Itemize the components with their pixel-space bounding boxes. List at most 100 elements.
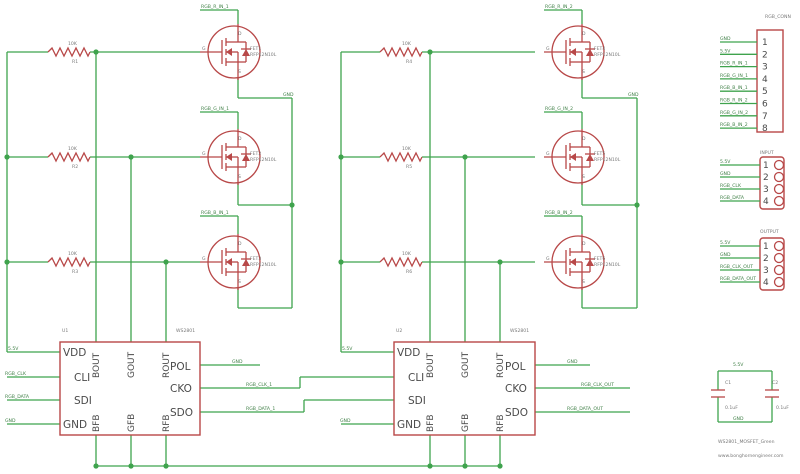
pin-pol: POL [170, 361, 191, 373]
resistor-name: R5 [406, 164, 412, 170]
connector-net-label: RGB_CLK [720, 183, 742, 189]
pin-s-label: S [582, 69, 585, 75]
fet-name: FET1 [250, 46, 261, 52]
net-label: RGB_CLK_OUT [581, 382, 614, 388]
mosfet-fet4: D S G FET4 RFP12N10L [544, 24, 621, 80]
connector-net-label: RGB_DATA [720, 195, 745, 201]
net-label: RGB_CLK [5, 371, 27, 377]
pin-g-label: G [202, 151, 206, 157]
net-label: RGB_DATA_1 [246, 406, 275, 412]
fet-name: FET4 [594, 46, 605, 52]
chip-part: WS2801 [176, 328, 195, 334]
connector-pin-socket [773, 195, 785, 207]
connector-net-label: GND [720, 36, 731, 42]
capacitor-c2: C2 0.1uF [765, 380, 789, 411]
resistor-r5: 10K R5 [379, 146, 423, 170]
fet-net-labels: RGB_R_IN_1 RGB_G_IN_1 RGB_B_IN_1 GND RGB… [201, 4, 639, 216]
connector-net-label: GND [720, 171, 731, 177]
pin-sdi: SDI [408, 395, 426, 407]
fet-name: FET2 [250, 151, 261, 157]
u2-net-labels: 5.5V GND GND RGB_CLK_OUT RGB_DATA_OUT [340, 346, 614, 424]
net-label: RGB_G_IN_1 [201, 106, 229, 112]
resistor-name: R2 [72, 164, 78, 170]
cap-name: C2 [772, 380, 778, 386]
connector-pin-number: 2 [763, 173, 769, 183]
connector-title: OUTPUT [760, 229, 779, 235]
pin-gnd: GND [397, 419, 421, 431]
connector-pin-number: 5 [762, 87, 768, 97]
pin-rfb: RFB [162, 414, 172, 432]
connector-pin-socket [773, 171, 785, 183]
connector-pin-number: 3 [763, 185, 769, 195]
pin-bout: BOUT [426, 352, 436, 378]
connector-pin-socket [773, 159, 785, 171]
pin-d-label: D [582, 136, 586, 142]
fet-name: FET5 [594, 151, 605, 157]
pin-s-label: S [582, 279, 585, 285]
pin-gfb: GFB [461, 414, 471, 432]
pin-g-label: G [202, 256, 206, 262]
pin-cli: CLI [74, 372, 90, 384]
net-label: RGB_B_IN_1 [201, 210, 229, 216]
pin-gout: GOUT [461, 351, 471, 378]
connector-pin-number: 7 [762, 112, 768, 122]
net-label: RGB_B_IN_2 [545, 210, 573, 216]
pin-g-label: G [546, 46, 550, 52]
schematic-url: www.bonghornengineer.com [718, 453, 784, 459]
connector-title: INPUT [760, 150, 774, 156]
chip-u1: U1 WS2801 VDD CLI SDI GND BOUT GOUT ROUT… [59, 328, 201, 436]
connector-pin-number: 6 [762, 100, 768, 110]
net-label: GND [628, 92, 639, 98]
pin-rout: ROUT [162, 352, 172, 378]
connector-net-label: RGB_CLK_OUT [720, 264, 753, 270]
resistor-name: R4 [406, 59, 412, 65]
pin-cko: CKO [505, 383, 527, 395]
fet-part: RFP12N10L [594, 157, 621, 163]
net-label: 5.5V [342, 346, 353, 352]
pin-gfb: GFB [127, 414, 137, 432]
decoupling-caps: 5.5V GND C1 0.1uF C2 0.1uF [711, 362, 789, 423]
connector-pin-number: 1 [762, 38, 768, 48]
connector-pin-socket [773, 264, 785, 276]
net-label: RGB_DATA [5, 394, 30, 400]
chip-u2: U2 WS2801 VDD CLI SDI GND BOUT GOUT ROUT… [393, 328, 536, 436]
pin-rout: ROUT [496, 352, 506, 378]
resistor-name: R3 [72, 269, 78, 275]
pin-g-label: G [202, 46, 206, 52]
net-label: GND [283, 92, 294, 98]
resistor-value: 10K [68, 41, 78, 47]
pin-d-label: D [238, 136, 242, 142]
pin-sdo: SDO [170, 407, 193, 419]
pin-s-label: S [238, 174, 241, 180]
net-label: RGB_CLK_1 [246, 382, 272, 388]
net-label: GND [5, 418, 16, 424]
pin-d-label: D [582, 31, 586, 37]
net-label: GND [733, 416, 744, 422]
resistor-value: 10K [402, 41, 412, 47]
right-circuit [338, 9, 640, 469]
pin-vdd: VDD [397, 347, 420, 359]
connector-net-label: RGB_R_IN_2 [720, 98, 748, 104]
mosfet-fet3: D S G FET3 RFP12N10L [200, 234, 277, 290]
fet-part: RFP12N10L [250, 52, 277, 58]
connector-pin-number: 1 [763, 161, 769, 171]
capacitor-c1: C1 0.1uF [711, 380, 738, 411]
pin-bout: BOUT [92, 352, 102, 378]
connector-pin-socket [773, 252, 785, 264]
pin-rfb: RFB [496, 414, 506, 432]
resistor-value: 10K [402, 251, 412, 257]
pin-pol: POL [505, 361, 526, 373]
net-label: RGB_R_IN_2 [545, 4, 573, 10]
resistor-value: 10K [68, 251, 78, 257]
fet-part: RFP12N10L [594, 52, 621, 58]
connector-net-label: RGB_R_IN_1 [720, 61, 748, 67]
fet-name: FET3 [250, 256, 261, 262]
pin-gout: GOUT [127, 351, 137, 378]
resistor-r2: 10K R2 [47, 146, 91, 170]
net-label: 5.5V [733, 362, 744, 368]
